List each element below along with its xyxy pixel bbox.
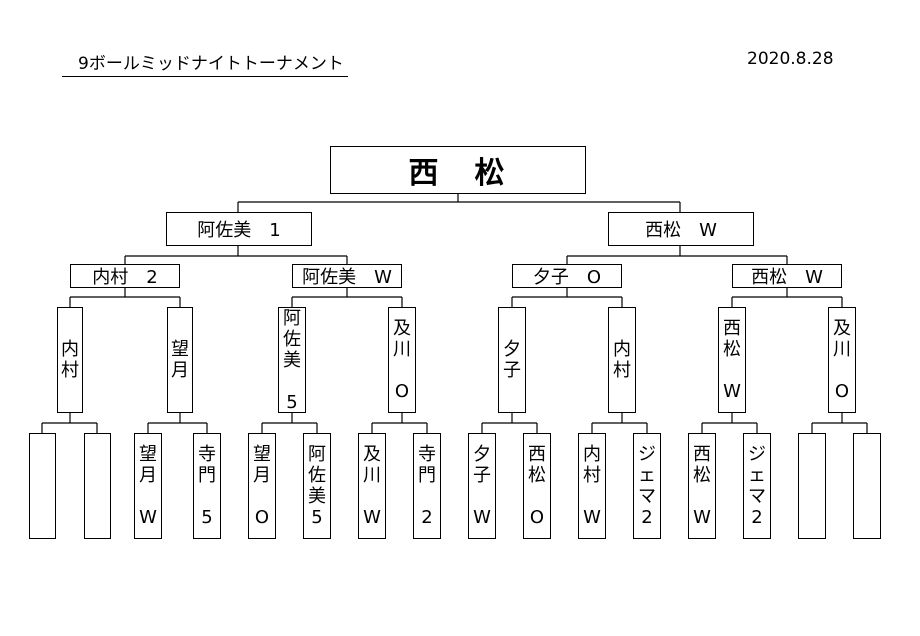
round1-box-7: 及 川 W — [358, 433, 386, 539]
tournament-date: 2020.8.28 — [747, 49, 834, 69]
round1-box-8: 寺 門 2 — [413, 433, 441, 539]
round2-box-2: 望 月 — [167, 307, 193, 413]
round1-box-1 — [29, 433, 56, 539]
round1-box-3: 望 月 W — [134, 433, 162, 539]
tournament-title: 9ボールミッドナイトトーナメント — [78, 54, 344, 74]
semifinal-left-box: 阿佐美 1 — [166, 212, 312, 246]
quarterfinal-box-4: 西松 W — [732, 264, 842, 288]
round2-box-3: 阿 佐 美 5 — [278, 307, 306, 413]
round1-box-9: 夕 子 W — [468, 433, 496, 539]
round1-box-11: 内 村 W — [578, 433, 606, 539]
round1-box-12: ジ ェ マ 2 — [633, 433, 661, 539]
round1-box-15 — [798, 433, 826, 539]
quarterfinal-box-2: 阿佐美 W — [292, 264, 402, 288]
semifinal-right-box: 西松 W — [608, 212, 754, 246]
round2-box-7: 西 松 W — [718, 307, 746, 413]
round1-box-13: 西 松 W — [688, 433, 716, 539]
round1-box-16 — [853, 433, 881, 539]
title-underline — [62, 76, 348, 77]
round1-box-5: 望 月 O — [248, 433, 276, 539]
round2-box-8: 及 川 O — [828, 307, 856, 413]
round2-box-6: 内 村 — [608, 307, 636, 413]
round2-box-4: 及 川 O — [388, 307, 416, 413]
round2-box-5: 夕 子 — [498, 307, 526, 413]
round2-box-1: 内 村 — [57, 307, 83, 413]
round1-box-14: ジ ェ マ 2 — [743, 433, 771, 539]
round1-box-10: 西 松 O — [523, 433, 551, 539]
round1-box-4: 寺 門 5 — [193, 433, 221, 539]
quarterfinal-box-1: 内村 2 — [70, 264, 180, 288]
quarterfinal-box-3: 夕子 O — [512, 264, 622, 288]
round1-box-6: 阿 佐 美 5 — [303, 433, 331, 539]
round1-box-2 — [84, 433, 111, 539]
champion-box: 西 松 — [330, 146, 586, 194]
